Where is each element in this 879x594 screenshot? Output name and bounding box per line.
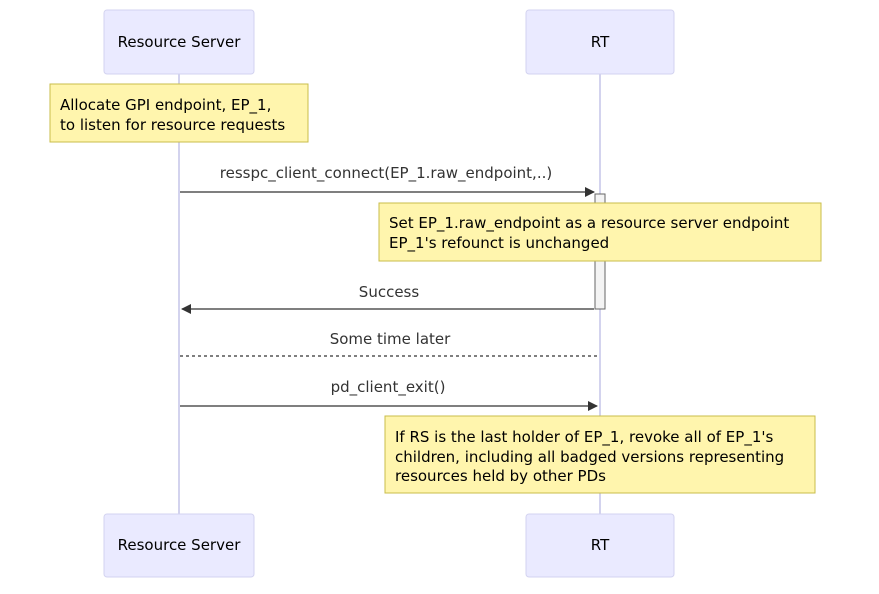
note-line: EP_1's refounct is unchanged: [389, 234, 609, 253]
message-label: pd_client_exit(): [331, 378, 446, 397]
message-some-time-later: Some time later: [180, 330, 599, 357]
note-line: to listen for resource requests: [60, 116, 285, 134]
note-revoke-children: If RS is the last holder of EP_1, revoke…: [384, 415, 816, 494]
actor-label: Resource Server: [118, 536, 242, 554]
message-success: Success: [181, 283, 594, 314]
note-line: Allocate GPI endpoint, EP_1,: [60, 96, 271, 115]
actor-label: Resource Server: [118, 33, 242, 51]
actor-label: RT: [591, 536, 610, 554]
note-set-endpoint: Set EP_1.raw_endpoint as a resource serv…: [378, 202, 822, 262]
actor-label: RT: [591, 33, 610, 51]
note-line: children, including all badged versions …: [395, 448, 784, 466]
actor-top-rt: RT: [525, 9, 675, 75]
note-line: If RS is the last holder of EP_1, revoke…: [395, 428, 773, 447]
message-connect: resspc_client_connect(EP_1.raw_endpoint,…: [180, 164, 595, 197]
actor-bottom-resource-server: Resource Server: [103, 513, 255, 578]
actor-top-resource-server: Resource Server: [103, 9, 255, 75]
actor-bottom-rt: RT: [525, 513, 675, 578]
note-line: Set EP_1.raw_endpoint as a resource serv…: [389, 214, 789, 233]
message-label: Success: [359, 283, 420, 301]
message-label: resspc_client_connect(EP_1.raw_endpoint,…: [220, 164, 552, 183]
note-allocate-endpoint: Allocate GPI endpoint, EP_1, to listen f…: [49, 83, 309, 143]
message-exit: pd_client_exit(): [180, 378, 598, 411]
message-label: Some time later: [330, 330, 451, 348]
note-line: resources held by other PDs: [395, 467, 606, 485]
